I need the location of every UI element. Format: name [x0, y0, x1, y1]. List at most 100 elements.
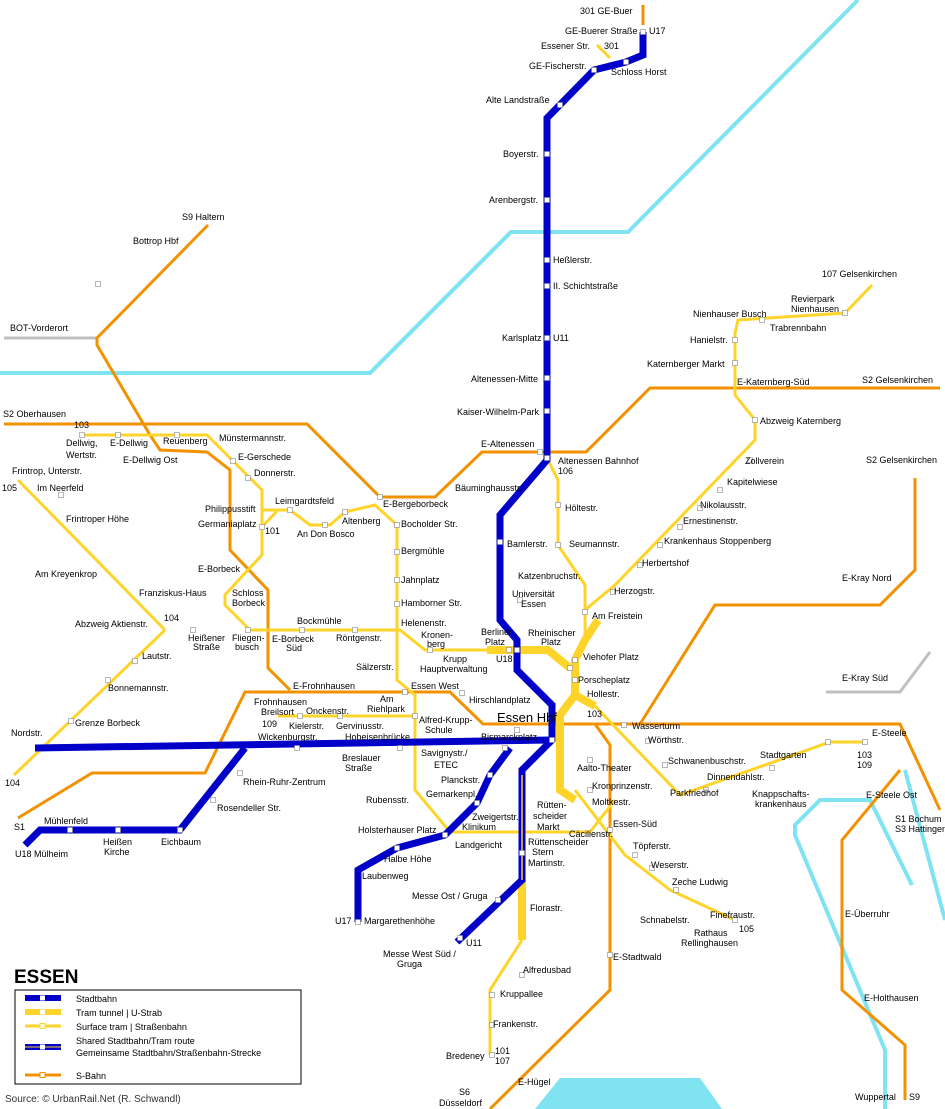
station-marker[interactable] — [549, 737, 555, 743]
station-marker[interactable] — [210, 797, 216, 803]
station-marker[interactable] — [245, 627, 251, 633]
station-marker[interactable] — [294, 745, 300, 751]
station-marker[interactable] — [459, 690, 465, 696]
station-marker[interactable] — [567, 665, 573, 671]
station-marker[interactable] — [519, 850, 525, 856]
station-marker[interactable] — [544, 335, 550, 341]
station-marker[interactable] — [342, 509, 348, 515]
station-marker[interactable] — [355, 919, 361, 925]
station-marker[interactable] — [352, 627, 358, 633]
station-marker[interactable] — [502, 745, 508, 751]
station-marker[interactable] — [697, 505, 703, 511]
station-marker[interactable] — [394, 549, 400, 555]
station-marker[interactable] — [394, 577, 400, 583]
station-marker[interactable] — [489, 1052, 495, 1058]
station-marker[interactable] — [489, 992, 495, 998]
station-marker[interactable] — [657, 542, 663, 548]
station-marker[interactable] — [637, 562, 643, 568]
station-marker[interactable] — [322, 522, 328, 528]
station-marker[interactable] — [174, 432, 180, 438]
station-marker[interactable] — [645, 738, 651, 744]
station-marker[interactable] — [95, 281, 101, 287]
station-marker[interactable] — [377, 494, 383, 500]
station-marker[interactable] — [544, 283, 550, 289]
station-marker[interactable] — [514, 727, 520, 733]
station-marker[interactable] — [132, 658, 138, 664]
station-marker[interactable] — [572, 677, 578, 683]
station-marker[interactable] — [544, 455, 550, 461]
station-marker[interactable] — [662, 762, 668, 768]
station-marker[interactable] — [297, 713, 303, 719]
station-marker[interactable] — [582, 609, 588, 615]
station-marker[interactable] — [68, 718, 74, 724]
station-marker[interactable] — [495, 897, 501, 903]
station-marker[interactable] — [544, 375, 550, 381]
station-marker[interactable] — [245, 475, 251, 481]
station-marker[interactable] — [732, 917, 738, 923]
station-marker[interactable] — [537, 449, 543, 455]
station-marker[interactable] — [442, 832, 448, 838]
station-marker[interactable] — [862, 739, 868, 745]
station-marker[interactable] — [506, 647, 512, 653]
station-marker[interactable] — [517, 597, 523, 603]
station-marker[interactable] — [237, 770, 243, 776]
station-marker[interactable] — [394, 522, 400, 528]
station-marker[interactable] — [759, 317, 765, 323]
station-marker[interactable] — [649, 865, 655, 871]
station-marker[interactable] — [544, 408, 550, 414]
station-marker[interactable] — [457, 935, 463, 941]
station-marker[interactable] — [487, 772, 493, 778]
station-marker[interactable] — [115, 432, 121, 438]
station-marker[interactable] — [747, 457, 753, 463]
station-marker[interactable] — [825, 739, 831, 745]
station-marker[interactable] — [732, 360, 738, 366]
station-marker[interactable] — [474, 800, 480, 806]
station-marker[interactable] — [842, 310, 848, 316]
station-marker[interactable] — [572, 657, 578, 663]
station-marker[interactable] — [610, 589, 616, 595]
station-marker[interactable] — [67, 827, 73, 833]
station-marker[interactable] — [621, 722, 627, 728]
station-marker[interactable] — [557, 102, 563, 108]
station-marker[interactable] — [514, 647, 520, 653]
station-marker[interactable] — [402, 689, 408, 695]
station-marker[interactable] — [732, 337, 738, 343]
station-marker[interactable] — [544, 151, 550, 157]
station-marker[interactable] — [259, 524, 265, 530]
station-marker[interactable] — [105, 677, 111, 683]
station-marker[interactable] — [555, 542, 561, 548]
station-marker[interactable] — [190, 627, 196, 633]
station-marker[interactable] — [489, 1022, 495, 1028]
station-marker[interactable] — [752, 417, 758, 423]
station-marker[interactable] — [230, 458, 236, 464]
station-marker[interactable] — [337, 713, 343, 719]
station-marker[interactable] — [673, 887, 679, 893]
station-marker[interactable] — [677, 524, 683, 530]
station-marker[interactable] — [555, 502, 561, 508]
station-marker[interactable] — [544, 197, 550, 203]
station-marker[interactable] — [703, 787, 709, 793]
station-marker[interactable] — [544, 257, 550, 263]
station-marker[interactable] — [640, 29, 646, 35]
station-marker[interactable] — [717, 487, 723, 493]
station-marker[interactable] — [607, 952, 613, 958]
station-marker[interactable] — [587, 787, 593, 793]
station-marker[interactable] — [623, 59, 629, 65]
station-marker[interactable] — [397, 745, 403, 751]
station-marker[interactable] — [412, 713, 418, 719]
station-marker[interactable] — [299, 627, 305, 633]
station-marker[interactable] — [287, 507, 293, 513]
station-marker[interactable] — [427, 647, 433, 653]
station-marker[interactable] — [607, 827, 613, 833]
station-marker[interactable] — [177, 827, 183, 833]
station-marker[interactable] — [394, 845, 400, 851]
station-marker[interactable] — [591, 67, 597, 73]
station-marker[interactable] — [497, 539, 503, 545]
station-marker[interactable] — [587, 757, 593, 763]
station-marker[interactable] — [79, 432, 85, 438]
station-marker[interactable] — [394, 601, 400, 607]
station-marker[interactable] — [632, 852, 638, 858]
station-marker[interactable] — [769, 765, 775, 771]
station-marker[interactable] — [115, 827, 121, 833]
station-marker[interactable] — [58, 492, 64, 498]
